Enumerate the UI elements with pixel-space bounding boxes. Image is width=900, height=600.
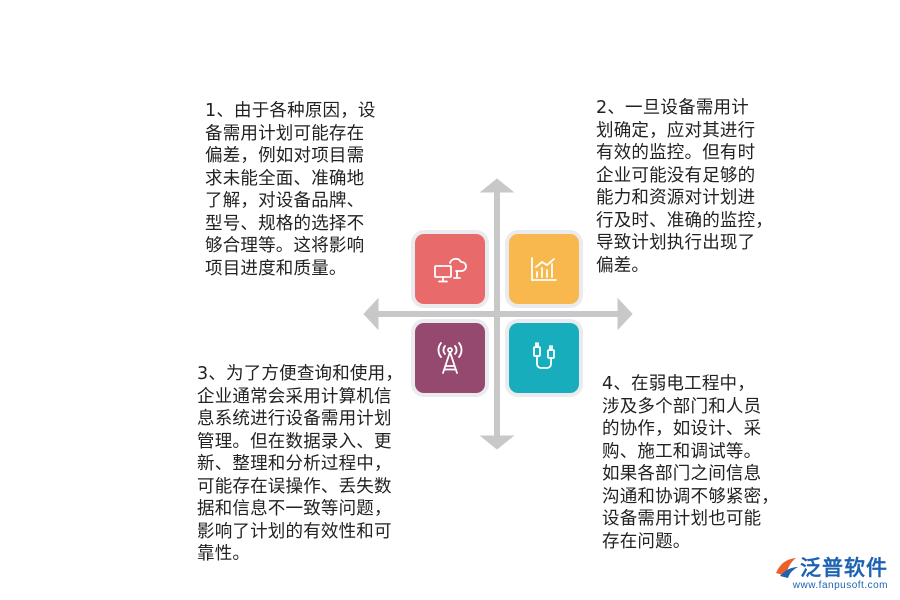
text-line: 影响了计划的有效性和可 [197, 521, 392, 542]
text-line: 求未能全面、准确地 [205, 168, 365, 189]
cloud-computer-icon [434, 257, 467, 283]
text-line: 1、由于各种原因，设 [205, 101, 376, 121]
text-line: 如果各部门之间信息 [602, 464, 762, 484]
signal-tower-icon [437, 342, 463, 374]
text-line: 备需用计划可能存在 [205, 123, 365, 144]
tile-tower [415, 323, 485, 393]
text-line: 设备需用计划也可能 [602, 509, 762, 529]
bar-chart-icon [531, 257, 557, 281]
text-line: 4、在弱电工程中， [602, 374, 755, 394]
text-line: 新、整理和分析过程中， [197, 454, 392, 474]
brand-name: 泛普软件 [800, 556, 888, 580]
text-line: 企业通常会采用计算机信 [197, 386, 392, 407]
quadrant-1-text: 1、由于各种原因，设备需用计划可能存在偏差，例如对项目需求未能全面、准确地了解，… [205, 100, 376, 280]
text-line: 划确定，应对其进行 [596, 120, 756, 141]
text-line: 息系统进行设备需用计划 [197, 409, 392, 429]
tile-cable [509, 323, 579, 393]
text-line: 靠性。 [197, 544, 251, 564]
text-line: 2、一旦设备需用计 [596, 98, 749, 118]
text-line: 企业可能没有足够的 [596, 165, 756, 186]
quadrant-2-text: 2、一旦设备需用计划确定，应对其进行有效的监控。但有时企业可能没有足够的能力和资… [596, 97, 773, 277]
text-line: 偏差，例如对项目需 [205, 146, 365, 166]
text-line: 有效的监控。但有时 [596, 143, 756, 163]
text-line: 据和信息不一致等问题， [197, 499, 392, 519]
text-line: 行及时、准确的监控， [596, 210, 773, 231]
text-line: 涉及多个部门和人员 [602, 396, 762, 417]
tile-cloud [415, 234, 485, 304]
arrow-left-icon [363, 297, 379, 331]
tile-chart [509, 234, 579, 304]
quadrant-4-text: 4、在弱电工程中，涉及多个部门和人员的协作，如设计、采购、施工和调试等。如果各部… [602, 373, 779, 553]
text-line: 购、施工和调试等。 [602, 441, 762, 462]
arrow-down-icon [479, 435, 515, 450]
text-line: 的协作，如设计、采 [602, 419, 762, 439]
text-line: 存在问题。 [602, 531, 691, 552]
text-line: 型号、规格的选择不 [205, 213, 365, 234]
text-line: 沟通和协调不够紧密， [602, 486, 779, 507]
text-line: 可能存在误操作、丢失数 [197, 476, 392, 497]
text-line: 偏差。 [596, 255, 650, 276]
cable-plug-icon [533, 342, 555, 369]
arrow-right-icon [617, 297, 633, 331]
text-line: 项目进度和质量。 [205, 258, 347, 279]
quadrant-3-text: 3、为了方便查询和使用，企业通常会采用计算机信息系统进行设备需用计划管理。但在数… [197, 363, 403, 566]
text-line: 3、为了方便查询和使用， [197, 364, 404, 384]
text-line: 管理。但在数据录入、更 [197, 431, 392, 452]
brand-url: www.fanpusoft.com [792, 580, 888, 591]
fanpu-logo-icon [776, 558, 798, 578]
text-line: 了解，对设备品牌、 [205, 191, 365, 211]
text-line: 导致计划执行出现了 [596, 233, 756, 253]
text-line: 能力和资源对计划进 [596, 188, 756, 208]
brand-logo: 泛普软件 [774, 552, 888, 582]
text-line: 够合理等。这将影响 [205, 236, 365, 256]
arrow-up-icon [479, 178, 515, 193]
